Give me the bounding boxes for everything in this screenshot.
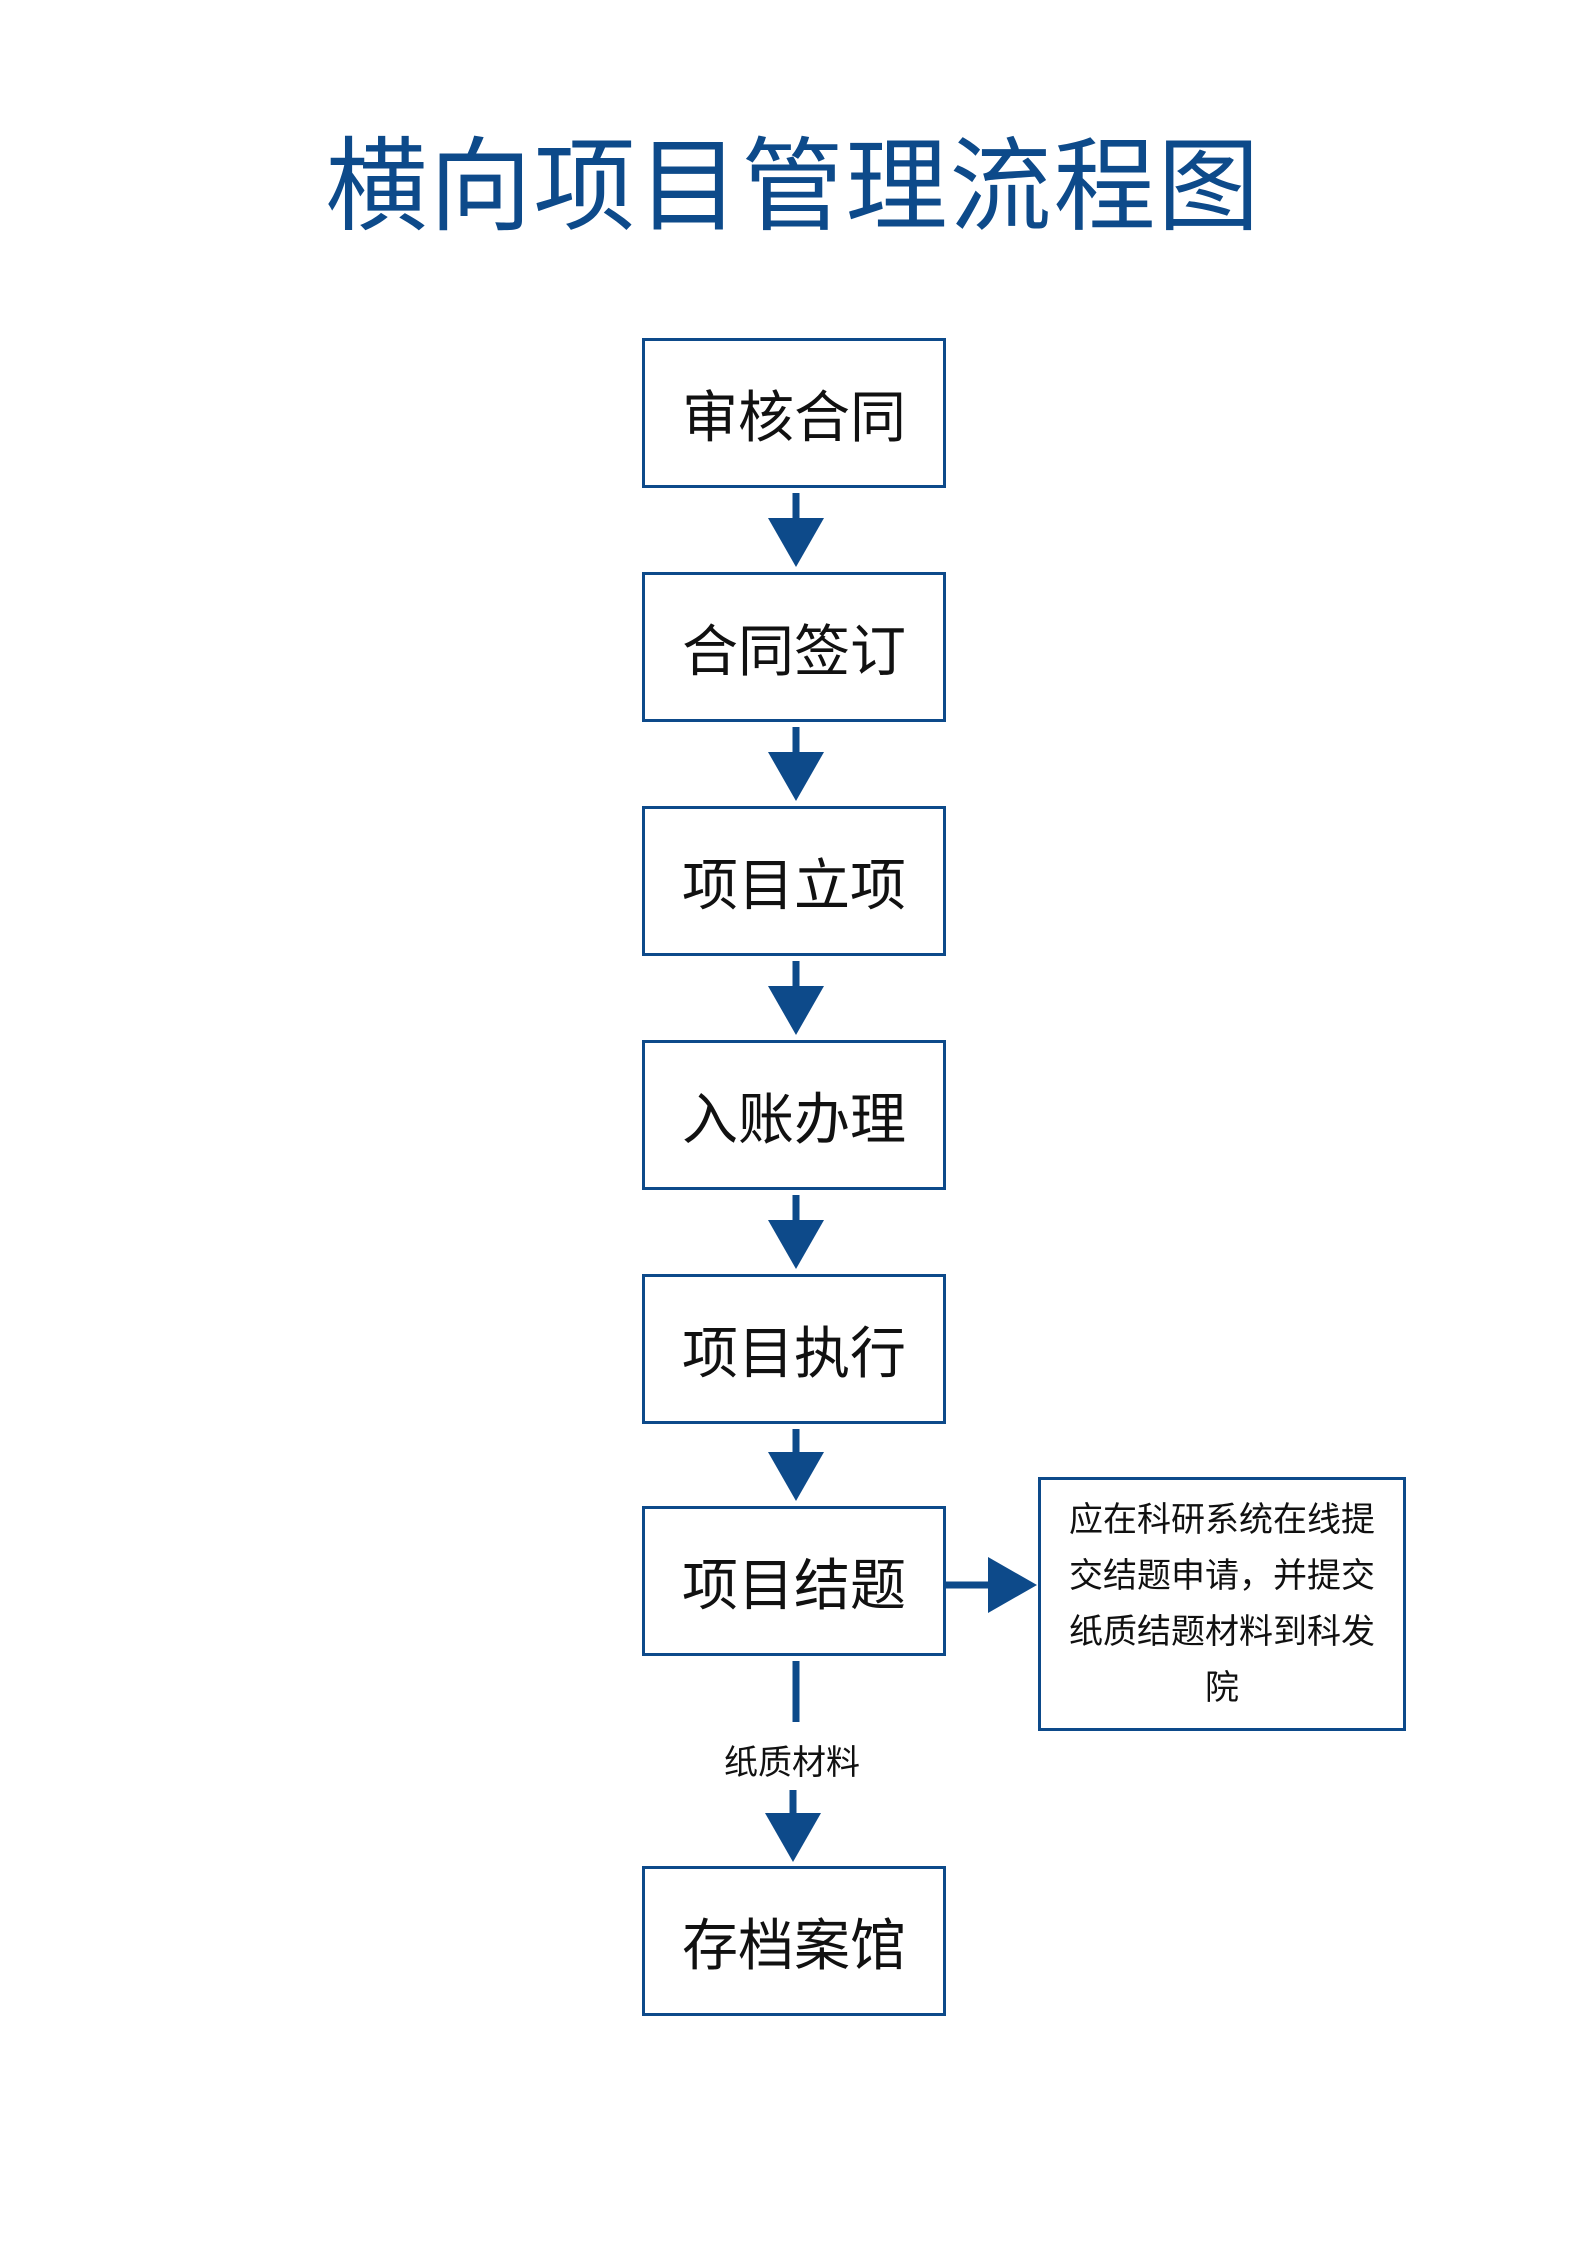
step-project-initiation: 项目立项: [642, 806, 946, 956]
step-project-execution: 项目执行: [642, 1274, 946, 1424]
edge-label-paper-materials: 纸质材料: [724, 1743, 860, 1783]
step-archive: 存档案馆: [642, 1866, 946, 2016]
step-sign-contract: 合同签订: [642, 572, 946, 722]
step-review-contract: 审核合同: [642, 338, 946, 488]
page-title: 横向项目管理流程图: [325, 128, 1262, 247]
closure-note-box: 应在科研系统在线提交结题申请，并提交纸质结题材料到科发院: [1038, 1477, 1406, 1731]
step-account-processing: 入账办理: [642, 1040, 946, 1190]
step-project-closure: 项目结题: [642, 1506, 946, 1656]
